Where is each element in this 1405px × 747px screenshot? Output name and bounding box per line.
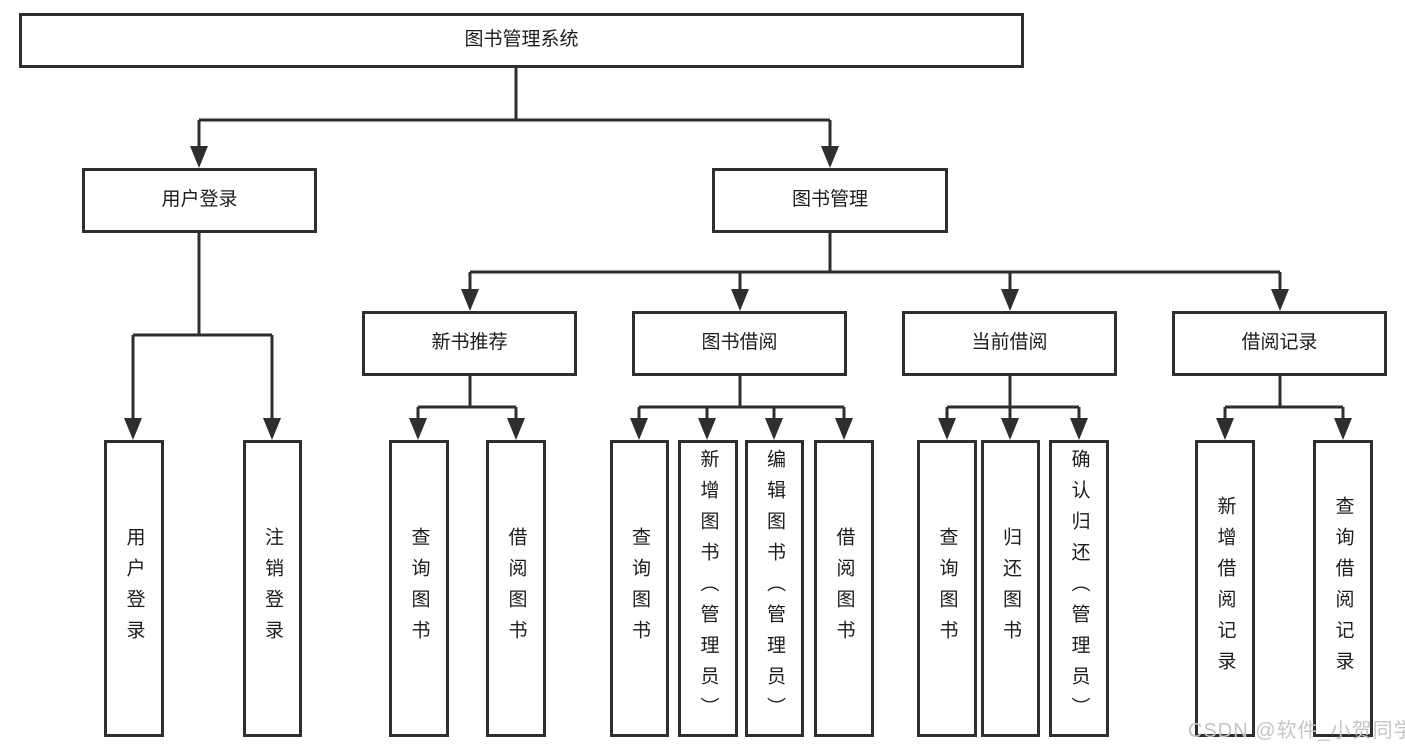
node-borrowing-records: 借阅记录	[1172, 311, 1387, 376]
leaf-user-login: 用户登录	[104, 440, 164, 737]
arrowhead	[263, 418, 281, 440]
arrowhead	[731, 289, 749, 311]
arrowhead	[630, 418, 648, 440]
node-current-borrowing: 当前借阅	[902, 311, 1117, 376]
arrowhead	[765, 418, 783, 440]
leaf-bb-add-books-admin: 新增图书（管理员）	[678, 440, 738, 737]
connector-book-borrowing	[637, 376, 846, 420]
leaf-cb-confirm-return-admin: 确认归还（管理员）	[1049, 440, 1109, 737]
arrowhead	[1001, 289, 1019, 311]
arrowhead	[409, 418, 427, 440]
arrowhead	[821, 146, 839, 168]
leaf-cb-query-books: 查询图书	[917, 440, 977, 737]
leaf-nbr-borrow-books: 借阅图书	[486, 440, 546, 737]
arrowhead	[938, 418, 956, 440]
leaf-br-query-record: 查询借阅记录	[1313, 440, 1373, 737]
leaf-bb-borrow-books: 借阅图书	[814, 440, 874, 737]
arrowhead	[1216, 418, 1234, 440]
leaf-bb-query-books: 查询图书	[610, 440, 669, 737]
leaf-br-add-record: 新增借阅记录	[1195, 440, 1255, 737]
arrowhead	[1334, 418, 1352, 440]
arrowhead	[698, 418, 716, 440]
arrowhead	[461, 289, 479, 311]
connector-user-login	[131, 233, 274, 420]
watermark-text: CSDN @软件_小贺同学	[1188, 720, 1405, 742]
node-book-management: 图书管理	[712, 168, 948, 233]
connector-root	[197, 68, 832, 148]
arrowhead	[1070, 418, 1088, 440]
node-book-borrowing: 图书借阅	[632, 311, 847, 376]
connector-current-borrowing	[945, 376, 1081, 420]
arrowhead	[1001, 418, 1019, 440]
connector-new-book-recommend	[416, 376, 518, 420]
arrowhead	[1271, 289, 1289, 311]
node-new-book-recommend: 新书推荐	[362, 311, 577, 376]
connector-book-management	[468, 232, 1282, 291]
arrowhead	[124, 418, 142, 440]
node-root: 图书管理系统	[19, 13, 1024, 68]
arrowhead	[507, 418, 525, 440]
arrowhead	[835, 418, 853, 440]
node-user-login: 用户登录	[82, 168, 317, 233]
leaf-logout-login: 注销登录	[243, 440, 302, 737]
leaf-nbr-query-books: 查询图书	[389, 440, 449, 737]
leaf-bb-edit-books-admin: 编辑图书（管理员）	[745, 440, 804, 737]
connector-borrowing-records	[1223, 376, 1345, 420]
leaf-cb-return-books: 归还图书	[981, 440, 1040, 737]
arrowhead	[190, 146, 208, 168]
